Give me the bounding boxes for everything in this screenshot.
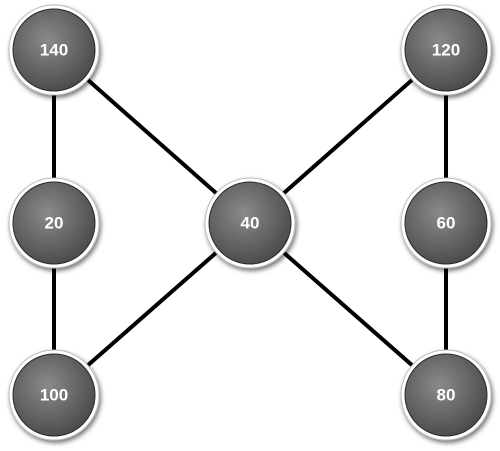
node-120: 120: [400, 4, 492, 96]
node-label: 40: [241, 214, 260, 233]
node-label: 20: [45, 214, 64, 233]
node-20: 20: [8, 177, 100, 269]
node-circle: [404, 353, 488, 437]
node-40: 40: [204, 177, 296, 269]
nodes: 140 20 100 40 120 60 80: [8, 4, 492, 441]
node-circle: [12, 353, 96, 437]
node-label: 100: [40, 386, 68, 405]
node-circle: [12, 8, 96, 92]
node-label: 60: [437, 214, 456, 233]
node-140: 140: [8, 4, 100, 96]
node-label: 140: [40, 41, 68, 60]
node-label: 120: [432, 41, 460, 60]
node-circle: [208, 181, 292, 265]
node-circle: [404, 181, 488, 265]
node-60: 60: [400, 177, 492, 269]
node-circle: [404, 8, 488, 92]
node-label: 80: [437, 386, 456, 405]
node-80: 80: [400, 349, 492, 441]
node-circle: [12, 181, 96, 265]
node-100: 100: [8, 349, 100, 441]
